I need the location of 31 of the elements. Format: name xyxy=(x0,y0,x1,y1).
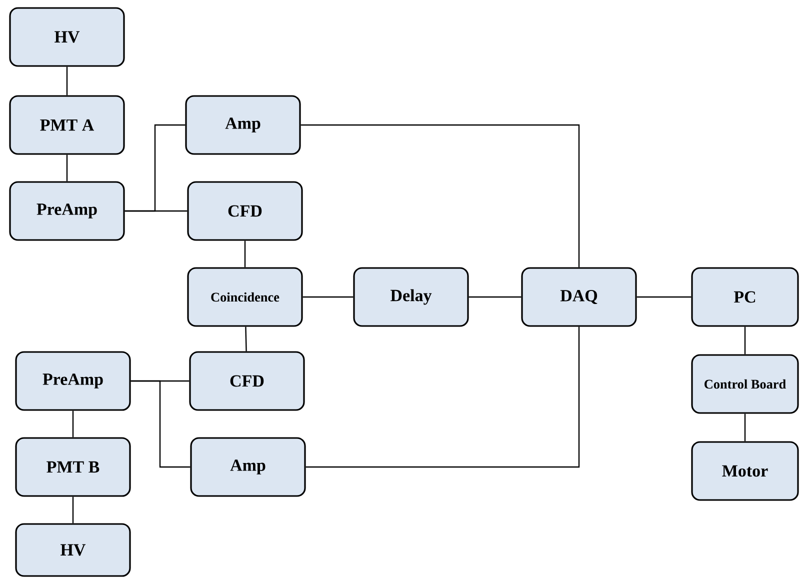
block-box: Control Board xyxy=(691,354,799,414)
block-box: HV xyxy=(9,7,125,67)
connector-line xyxy=(66,66,68,96)
block-box: Delay xyxy=(353,267,469,327)
connector-line xyxy=(124,210,188,212)
block-box: PMT B xyxy=(15,437,131,497)
block-box: PreAmp xyxy=(15,351,131,411)
connector-line xyxy=(306,326,580,468)
connector-line xyxy=(244,240,246,268)
block-box: CFD xyxy=(189,351,305,411)
block-box: Coincidence xyxy=(187,267,303,327)
block-box: Motor xyxy=(691,441,799,501)
connector-line xyxy=(636,296,692,298)
block-box: CFD xyxy=(187,181,303,241)
connector-line xyxy=(72,496,74,524)
block-box: PMT A xyxy=(9,95,125,155)
block-box: Amp xyxy=(190,437,306,497)
connector-line xyxy=(72,410,74,438)
connector-line xyxy=(245,326,247,352)
connector-line xyxy=(66,154,68,182)
connector-line xyxy=(302,296,354,298)
block-box: DAQ xyxy=(521,267,637,327)
connector-line xyxy=(744,414,746,442)
block-box: HV xyxy=(15,523,131,577)
connector-line xyxy=(468,296,522,298)
connector-line xyxy=(744,326,746,354)
connector-line xyxy=(300,124,580,268)
block-box: PreAmp xyxy=(9,181,125,241)
block-box: PC xyxy=(691,267,799,327)
block-box: Amp xyxy=(185,95,301,155)
connector-line xyxy=(130,380,190,468)
